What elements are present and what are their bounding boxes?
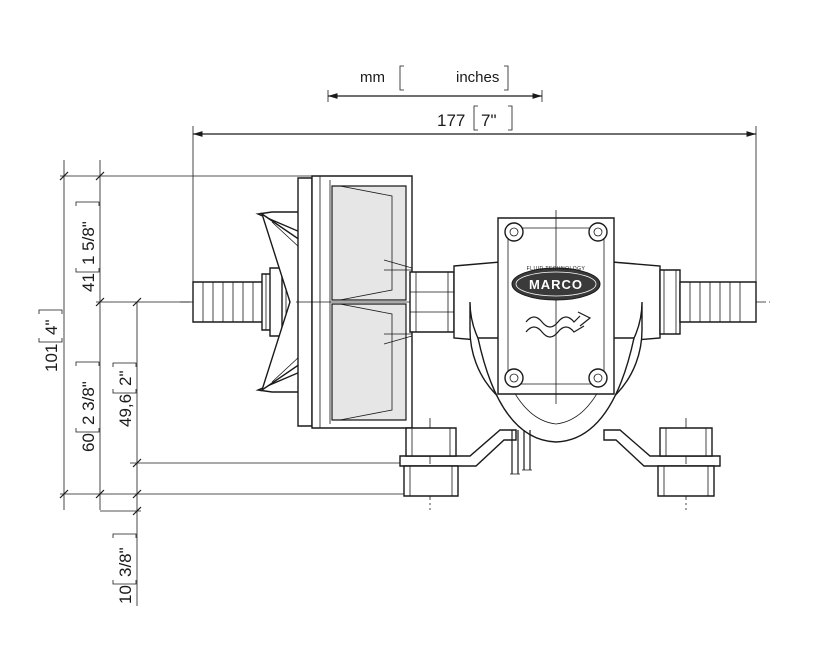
foot-bracket-left [112,580,137,585]
length-dimension: 177 7" [192,105,757,290]
height-lower-tick-bottom [95,489,105,499]
height-upper-tick-bottom [95,297,105,307]
bolt-bottom-left-icon [504,368,524,388]
height-total-dimension: 101 4" [38,160,69,510]
axis-height-dimension: 49,6 2" [112,297,142,476]
height-lower-dimension: 60 2 3/8" [75,318,105,510]
height-lower-bracket-left [75,428,100,433]
height-upper-tick-top [95,171,105,181]
foot-tick-top [132,489,142,499]
height-total-bracket-left [38,338,63,343]
height-total-in-value: 4" [42,320,61,336]
rubber-foot-left [403,427,459,497]
height-total-mm-value: 101 [42,344,61,372]
height-upper-in-value: 1 5/8" [79,221,98,265]
shaft-coupling [409,271,455,333]
flow-wave-icon [525,311,592,338]
length-in-value: 7" [481,111,497,130]
axis-height-tick-top [132,297,142,307]
brand-logo: MARCO FLUID TECHNOLOGY [511,266,601,301]
bolt-top-left-icon [504,222,524,242]
unit-inches-label: inches [456,69,499,86]
height-total-bracket-right [38,309,63,314]
height-upper-bracket-right [75,201,100,206]
height-total-tick-bottom [59,489,69,499]
length-mm-value: 177 [437,111,465,130]
axis-height-mm-value: 49,6 [116,394,135,427]
height-total-tick-top [59,171,69,181]
bolt-top-right-icon [588,222,608,242]
axis-height-bracket-right [112,362,137,367]
foot-dimension: 10 3/8" [100,476,142,606]
height-lower-in-value: 2 3/8" [79,381,98,425]
bolt-bottom-right-icon [588,368,608,388]
foot-bracket-right [112,533,137,538]
foot-mm-value: 10 [116,585,135,604]
foot-in-value: 3/8" [116,547,135,577]
pump-outline: MARCO FLUID TECHNOLOGY [180,175,770,510]
axis-height-in-value: 2" [116,371,135,387]
height-lower-bracket-right [75,361,100,366]
brand-tagline-text: FLUID TECHNOLOGY [527,266,586,272]
height-upper-bracket-left [75,268,100,273]
left-hose-barb [192,267,291,337]
legend-bracket-left [399,65,404,91]
axis-height-bracket-left [112,389,137,394]
pump-head: MARCO FLUID TECHNOLOGY [453,210,661,443]
height-upper-dimension: 41 1 5/8" [75,160,105,318]
right-hose-barb [659,269,757,335]
length-bracket-left [473,105,478,131]
unit-legend: mm inches [327,65,543,102]
height-upper-mm-value: 41 [79,273,98,292]
axis-height-tick-bottom [132,458,142,468]
brand-logo-text: MARCO [529,277,583,292]
unit-mm-label: mm [360,69,385,86]
height-lower-mm-value: 60 [79,433,98,452]
legend-bracket-right [504,65,509,91]
rubber-foot-right [657,427,715,497]
power-wires [510,430,532,475]
length-bracket-right [508,105,513,131]
motor-fan-housing [255,175,413,429]
